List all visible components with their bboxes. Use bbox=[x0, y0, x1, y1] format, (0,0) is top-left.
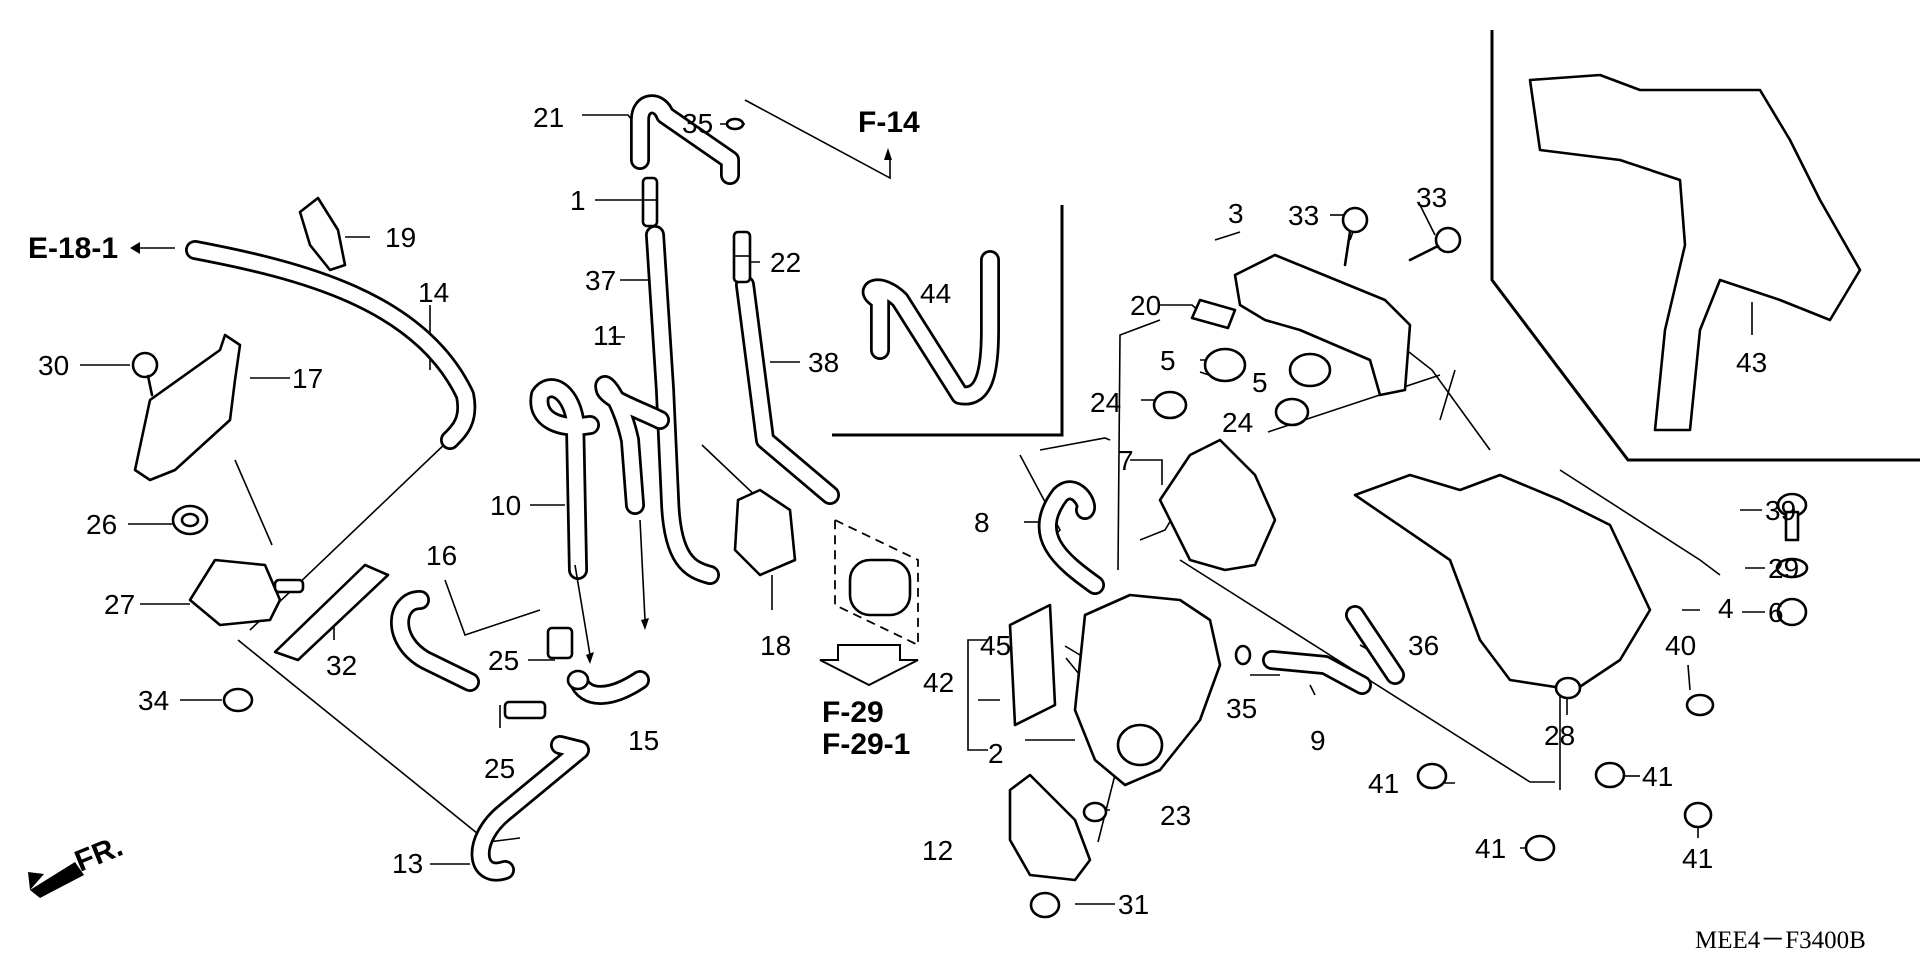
part-number-6: 6 bbox=[1768, 597, 1784, 628]
part-number-17: 17 bbox=[292, 363, 323, 394]
part-number-2: 2 bbox=[988, 738, 1004, 769]
part-number-43: 43 bbox=[1736, 347, 1767, 378]
part-number-7: 7 bbox=[1118, 445, 1134, 476]
arrows bbox=[28, 148, 919, 898]
front-label: FR. bbox=[70, 830, 127, 879]
part-number-32: 32 bbox=[326, 650, 357, 681]
part-number-45: 45 bbox=[980, 630, 1011, 661]
part-number-3: 3 bbox=[1228, 198, 1244, 229]
part-number-11: 11 bbox=[593, 320, 622, 351]
part-number-16: 16 bbox=[426, 540, 457, 571]
ref-f29: F-29 bbox=[822, 696, 884, 729]
part-number-41a: 41 bbox=[1368, 768, 1399, 799]
part-number-30: 30 bbox=[38, 350, 69, 381]
part-number-4: 4 bbox=[1718, 593, 1734, 624]
part-number-41c: 41 bbox=[1475, 833, 1506, 864]
inset-frames bbox=[832, 30, 1920, 462]
part-number-38: 38 bbox=[808, 347, 839, 378]
part-number-8: 8 bbox=[974, 507, 990, 538]
part-number-31: 31 bbox=[1118, 889, 1149, 920]
part-number-41b: 41 bbox=[1642, 761, 1673, 792]
part-number-37: 37 bbox=[585, 265, 616, 296]
part-number-13: 13 bbox=[392, 848, 423, 879]
part-number-44: 44 bbox=[920, 278, 951, 309]
part-number-35: 35 bbox=[682, 108, 713, 139]
part-number-21: 21 bbox=[533, 102, 564, 133]
hoses bbox=[185, 94, 1405, 882]
part-number-12: 12 bbox=[922, 835, 953, 866]
part-number-14: 14 bbox=[418, 277, 449, 308]
diagram-code: MEE4－F3400B bbox=[1695, 927, 1866, 954]
ref-e18-1: E-18-1 bbox=[28, 232, 118, 265]
part-number-40: 40 bbox=[1665, 630, 1696, 661]
part-number-20: 20 bbox=[1130, 290, 1161, 321]
part-number-25b: 25 bbox=[484, 753, 515, 784]
f29-direction-arrow bbox=[819, 644, 919, 687]
part-number-24b: 24 bbox=[1222, 407, 1253, 438]
part-number-18: 18 bbox=[760, 630, 791, 661]
part-number-1: 1 bbox=[570, 185, 586, 216]
ref-f29-1: F-29-1 bbox=[822, 728, 910, 761]
part-number-23: 23 bbox=[1160, 800, 1191, 831]
part-number-41d: 41 bbox=[1682, 843, 1713, 874]
part-number-35b: 35 bbox=[1226, 693, 1257, 724]
part-number-27: 27 bbox=[104, 589, 135, 620]
part-number-9: 9 bbox=[1310, 725, 1326, 756]
part-number-22: 22 bbox=[770, 247, 801, 278]
part-number-29: 29 bbox=[1768, 553, 1799, 584]
fittings bbox=[131, 73, 1862, 919]
part-number-10: 10 bbox=[490, 490, 521, 521]
part-number-5a: 5 bbox=[1160, 345, 1176, 376]
part-number-33b: 33 bbox=[1416, 182, 1447, 213]
front-arrow-icon bbox=[30, 862, 84, 898]
part-number-25a: 25 bbox=[488, 645, 519, 676]
part-number-5b: 5 bbox=[1252, 367, 1268, 398]
part-number-19: 19 bbox=[385, 222, 416, 253]
part-number-33a: 33 bbox=[1288, 200, 1319, 231]
part-number-42: 42 bbox=[923, 667, 954, 698]
part-number-15: 15 bbox=[628, 725, 659, 756]
part-number-39: 39 bbox=[1765, 495, 1796, 526]
part-number-34: 34 bbox=[138, 685, 169, 716]
ref-f14: F-14 bbox=[858, 106, 920, 139]
part-numbers: 21 35 1 37 22 38 11 10 16 25 25 15 13 18… bbox=[38, 102, 1799, 920]
part-number-28: 28 bbox=[1544, 720, 1575, 751]
part-number-36: 36 bbox=[1408, 630, 1439, 661]
part-number-24a: 24 bbox=[1090, 387, 1121, 418]
reference-labels: E-18-1 F-14 F-29 F-29-1 FR. MEE4－F3400B bbox=[28, 106, 1866, 954]
part-number-26: 26 bbox=[86, 509, 117, 540]
